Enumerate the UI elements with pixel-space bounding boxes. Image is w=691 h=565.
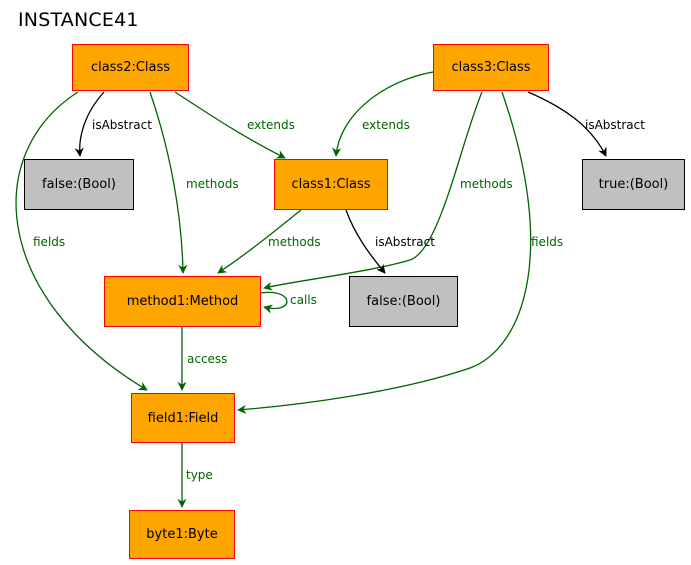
edge-class3-isAbstract-true_bool: [527, 91, 607, 157]
node-field1[interactable]: field1:Field: [131, 393, 235, 443]
edge-class1-methods-method1: [217, 209, 302, 274]
edge-label-isAbstract: isAbstract: [92, 118, 152, 132]
edge-label-methods: methods: [186, 177, 239, 191]
edge-class2-isAbstract-false_bool_1: [74, 91, 105, 157]
node-class2[interactable]: class2:Class: [72, 44, 189, 91]
edge-class3-fields-field1: [237, 91, 532, 414]
node-false-bool-2[interactable]: false:(Bool): [349, 276, 458, 327]
node-true-bool[interactable]: true:(Bool): [582, 159, 685, 210]
node-class1[interactable]: class1:Class: [274, 159, 388, 210]
edge-label-calls: calls: [290, 293, 317, 307]
node-false-bool-1[interactable]: false:(Bool): [24, 159, 134, 210]
edge-label-isAbstract: isAbstract: [375, 235, 435, 249]
edge-class2-fields-field1: [15, 91, 148, 391]
edge-class2-extends-class1: [174, 91, 286, 159]
edge-label-isAbstract: isAbstract: [585, 118, 645, 132]
edge-label-type: type: [186, 468, 213, 482]
node-byte1[interactable]: byte1:Byte: [129, 510, 235, 559]
edge-method1-calls-method1: [260, 291, 288, 314]
edge-label-extends: extends: [362, 118, 410, 132]
edge-label-fields: fields: [531, 235, 563, 249]
edge-class1-isAbstract-false_bool_2: [345, 209, 386, 274]
node-class3[interactable]: class3:Class: [433, 44, 549, 91]
edge-label-extends: extends: [247, 118, 295, 132]
edge-label-methods: methods: [460, 177, 513, 191]
edge-label-methods: methods: [268, 235, 321, 249]
diagram-title: INSTANCE41: [18, 9, 139, 31]
edge-label-fields: fields: [33, 235, 65, 249]
edge-label-access: access: [187, 352, 227, 366]
edge-class2-methods-method1: [149, 91, 188, 274]
node-method1[interactable]: method1:Method: [104, 276, 261, 327]
edge-class3-methods-method1: [263, 91, 483, 291]
